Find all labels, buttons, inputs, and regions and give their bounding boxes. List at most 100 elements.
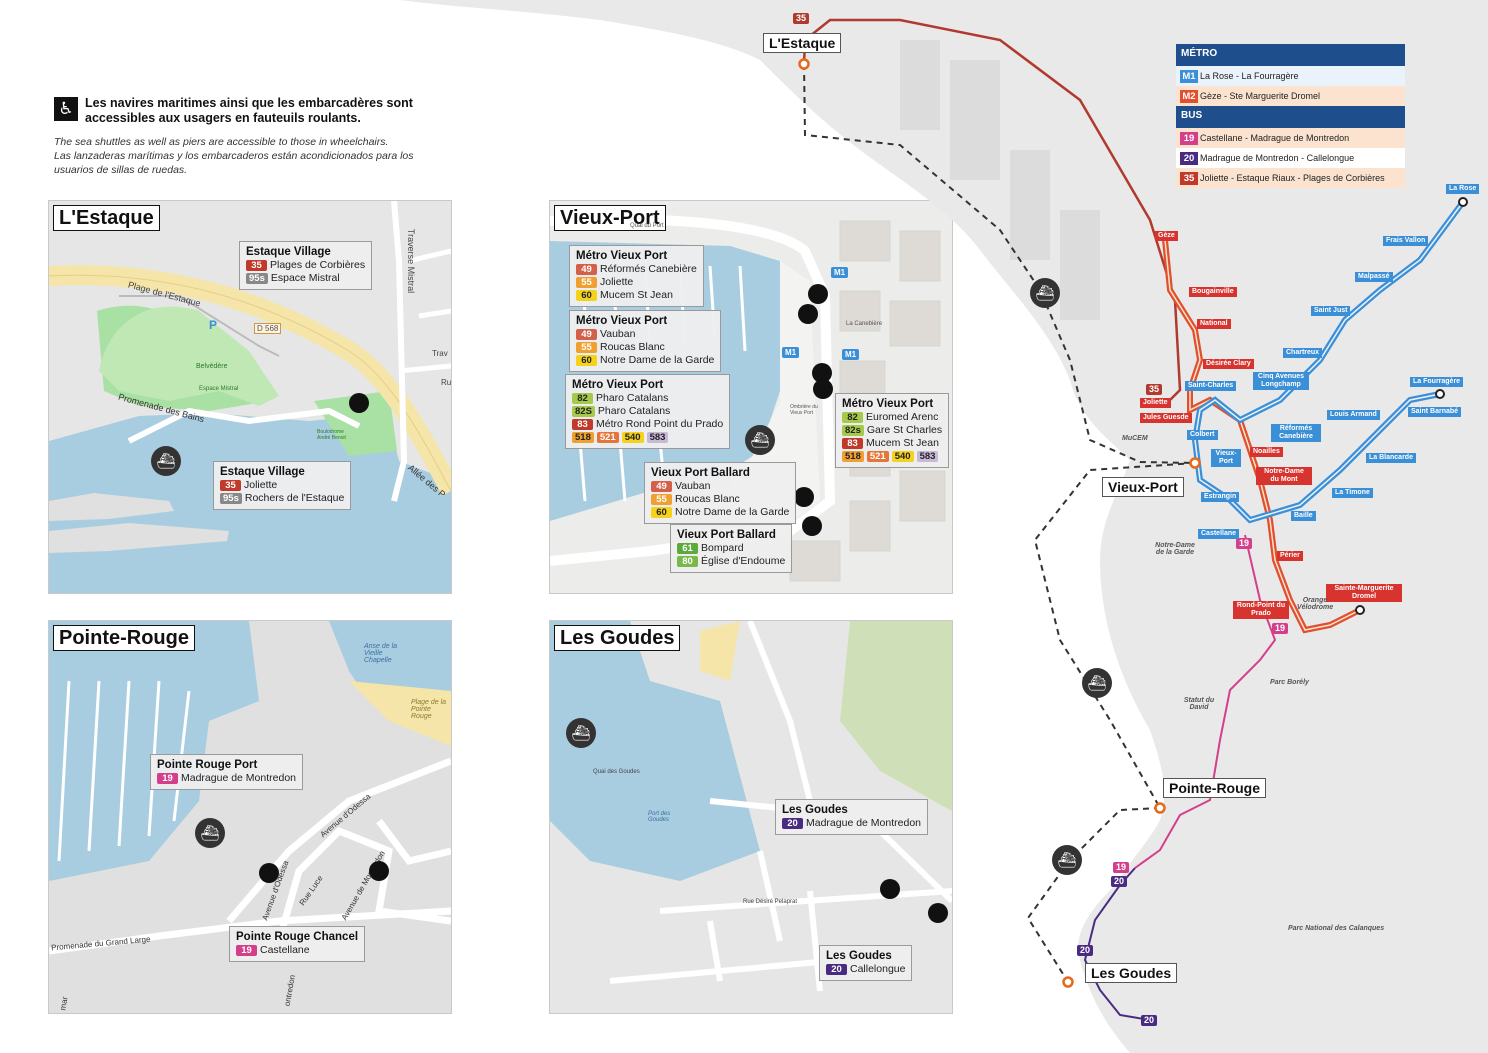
bus-stop-marker [928,903,948,923]
line-destination: Euromed Arenc [866,411,939,423]
night-line-badge: 521 [866,451,889,462]
m1-station-label: La Timone [1332,488,1373,498]
place-label-goudes: Les Goudes [1085,963,1178,983]
metro-m1-icon: M1 [831,267,849,278]
night-line-badge: 518 [842,451,864,462]
line-badge: 55 [576,277,597,288]
wheelchair-icon: ♿ [54,97,78,121]
line-badge: 61 [677,543,698,554]
trav-label: Trav [432,349,448,358]
m1-station-label: Saint Just [1311,306,1351,316]
poi-david: Statut du David [1183,697,1215,711]
stop-name: Les Goudes [782,804,848,816]
line-badge: M1 [1180,70,1198,83]
m1-station-label: Castellane [1198,529,1240,539]
ferry-icon: ⛴ [566,718,596,748]
m2-station-label: Sainte-Marguerite Dromel [1326,584,1402,602]
line-badge: 83 [842,438,863,449]
bus-35-badge: 35 [1146,384,1163,395]
line-destination: Notre Dame de la Garde [675,506,790,518]
metro-m2-route-inner [1164,239,1361,631]
ferry-icon: ⛴ [195,818,225,848]
m2-station-label: Notre-Dame du Mont [1256,467,1312,485]
stop-name: Métro Vieux Port [572,379,664,391]
stop-name: Pointe Rouge Chancel [236,931,359,943]
inset-title-pointerouge: Pointe-Rouge [53,625,195,651]
inset-goudes: Les Goudes Port des Goudes Quai des Goud… [549,620,953,1014]
ferry-icon: ⛴ [151,446,181,476]
line-destination: Castellane [260,944,310,956]
line-badge: 82s [842,425,864,436]
inset-title-vieuxport: Vieux-Port [554,205,666,231]
bus-stop-marker [813,379,833,399]
line-destination: Madrague de Montredon [806,817,921,829]
night-line-badge: 583 [916,451,939,462]
line-badge: 35 [246,260,267,271]
night-line-badge: 583 [646,432,669,443]
line-badge: 19 [1180,132,1198,145]
line-destination: Joliette [600,276,634,288]
m1-station-label: Réformés Canebière [1271,424,1321,442]
notice-text-en: The sea shuttles as well as piers are ac… [54,136,389,148]
m1-station-label: La Rose [1446,184,1480,194]
line-destination: Vauban [600,328,636,340]
poi-calanques: Parc National des Calanques [1288,925,1385,932]
m2-station-label: Noailles [1250,447,1283,457]
line-destination: Rochers de l'Estaque [244,492,345,504]
line-badge: 35 [1180,172,1198,185]
legend-label: Joliette - Estaque Riaux - Plages de Cor… [1200,173,1385,183]
inset-title-estaque: L'Estaque [53,205,160,231]
stop-name: Pointe Rouge Port [157,759,258,771]
stop-name: Estaque Village [220,466,305,478]
m2-station-label: Désirée Clary [1203,359,1254,369]
inset-title-goudes: Les Goudes [554,625,681,651]
ombriere-label: Ombrière du Vieux Port [790,404,818,416]
night-line-badge: 540 [891,451,914,462]
m1-station-label: La Blancarde [1366,453,1416,463]
inset-estaque: L'Estaque Plage de l'Estaque Traverse Mi… [48,200,452,594]
line-destination: Vauban [675,480,711,492]
poi-notre-dame: Notre-Dame de la Garde [1155,542,1195,556]
line-badge: 60 [651,507,672,518]
bus-19-route [1134,534,1277,869]
line-destination: Pharo Catalans [597,405,671,417]
line-badge: 19 [157,773,178,784]
line-destination: Espace Mistral [270,272,340,284]
line-badge: M2 [1180,90,1198,103]
legend-label: Castellane - Madrague de Montredon [1200,133,1350,143]
m1-station-label: Estrangin [1201,492,1240,502]
poi-mucem: MuCEM [1122,435,1148,442]
line-badge: 20 [782,818,803,829]
bus-stop-marker [812,363,832,383]
plage-pointe-rouge-label: Plage de la Pointe Rouge [411,699,447,720]
line-badge: 60 [576,355,597,366]
line-destination: Pharo Catalans [596,392,669,404]
boulodrome-label: Boulodrome André Benoit [317,429,346,441]
bus-35-route [802,18,1182,401]
line-badge: 82 [572,393,593,404]
bus-19-badge: 19 [1236,538,1253,549]
m2-station-label: Gèze [1155,231,1178,241]
road-d568-label: D 568 [254,323,282,334]
m1-station-label: Colbert [1187,430,1218,440]
night-line-badge: 540 [621,432,644,443]
bus-stop-marker [802,516,822,536]
line-destination: Mucem St Jean [866,437,939,449]
port-goudes-label: Port des Goudes [648,811,671,823]
m1-station-label: Baille [1291,511,1316,521]
pelaprat-label: Rue Désiré Pelaprat [743,899,798,905]
pointerouge-map [49,621,451,955]
bus-stop-marker [880,879,900,899]
line-badge: 95s [220,493,242,504]
m1-station-label: Chartreux [1283,348,1323,358]
line-badge: 80 [677,556,698,567]
